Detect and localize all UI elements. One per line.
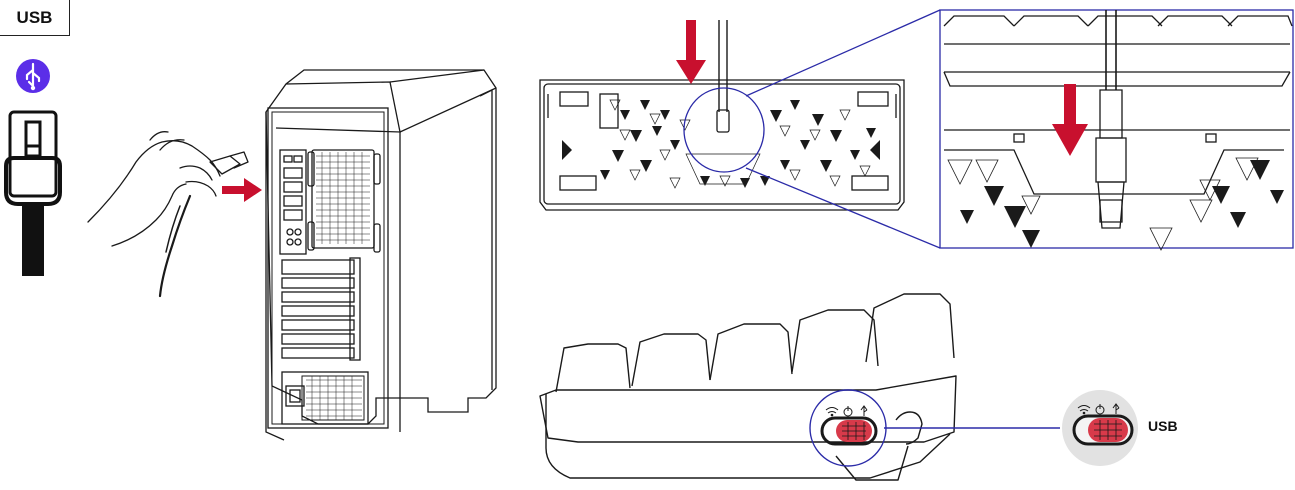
usb-mode-icon [1112,403,1120,414]
mode-switch-detail [809,389,887,467]
usb-section-tab: USB [0,0,70,36]
usb-section-tab-label: USB [16,7,53,27]
power-icon [1095,404,1105,415]
wifi-icon [1077,405,1091,415]
power-icon [843,406,853,417]
zoom-triangle-outline [947,157,1259,251]
mode-switch-callout [1062,390,1138,466]
usb-mode-label: USB [1148,418,1178,434]
zoom-triangle-pattern [960,160,1284,248]
zoom-indicator [683,9,1294,249]
usb-c-plug-icon [4,110,62,276]
usb-symbol-icon [16,59,50,93]
pc-tower [265,69,497,441]
keyboard-side-view [539,293,957,481]
zoom-detail [943,10,1293,229]
keyboard-triangle-pattern [562,100,880,188]
wifi-icon [825,407,839,417]
insert-arrow-keyboard [676,20,706,84]
insert-arrow-zoom [1052,84,1088,156]
keyboard-triangle-outline [609,99,871,189]
fan-mesh-pattern [306,152,370,420]
insert-arrow-pc [222,178,262,202]
hand-with-cable [87,131,249,298]
usb-mode-icon [860,405,868,416]
keyboard-underside [539,79,905,211]
keyboard-cable [718,20,728,112]
